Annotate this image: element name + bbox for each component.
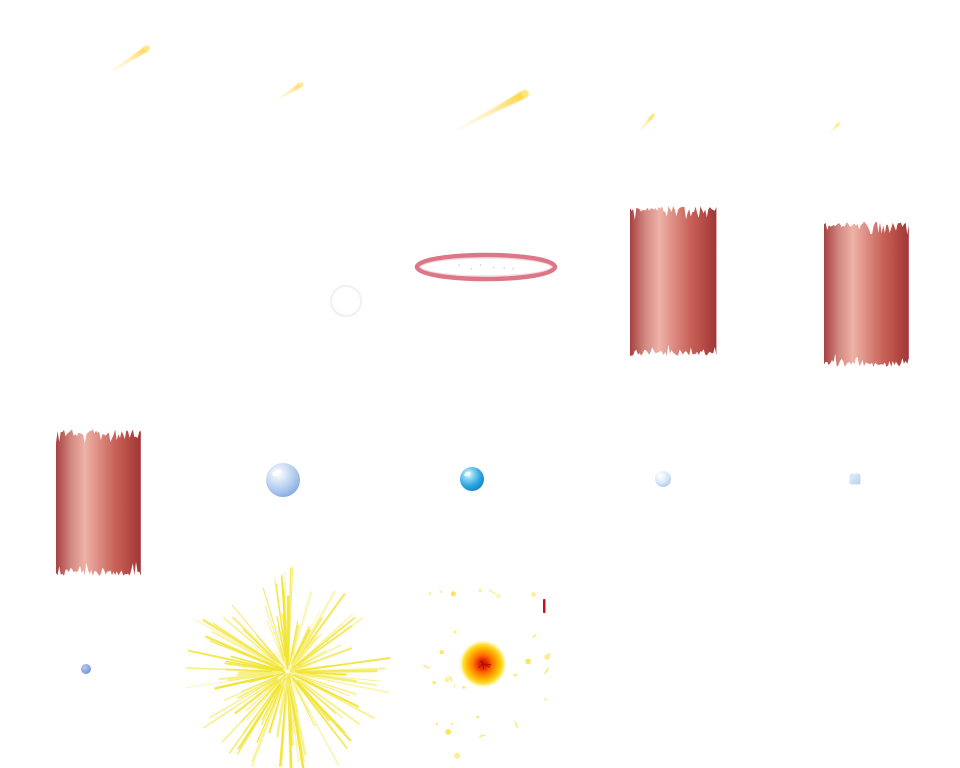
fireball-burst <box>459 640 507 688</box>
blue-orb-medium <box>460 467 484 491</box>
pink-halo-ring <box>414 252 558 282</box>
firecracker-cylinder-2 <box>824 221 909 367</box>
faint-ring <box>330 285 362 317</box>
spark-speckles <box>422 589 551 759</box>
firecracker-cylinder-1 <box>630 206 717 356</box>
blue-orb-small <box>655 471 671 487</box>
blue-dot-particle <box>81 664 91 674</box>
comet-spark-frame-5 <box>828 122 840 136</box>
red-spark-tick <box>543 599 546 613</box>
blue-square-particle <box>849 473 861 485</box>
comet-spark-frame-2 <box>272 82 304 103</box>
comet-spark-frame-3 <box>446 89 529 136</box>
comet-spark-frame-4 <box>635 113 655 137</box>
comet-spark-frame-1 <box>102 45 150 78</box>
firecracker-cylinder-3 <box>56 429 141 576</box>
blue-orb-large <box>266 463 300 497</box>
yellow-starburst <box>185 565 391 768</box>
